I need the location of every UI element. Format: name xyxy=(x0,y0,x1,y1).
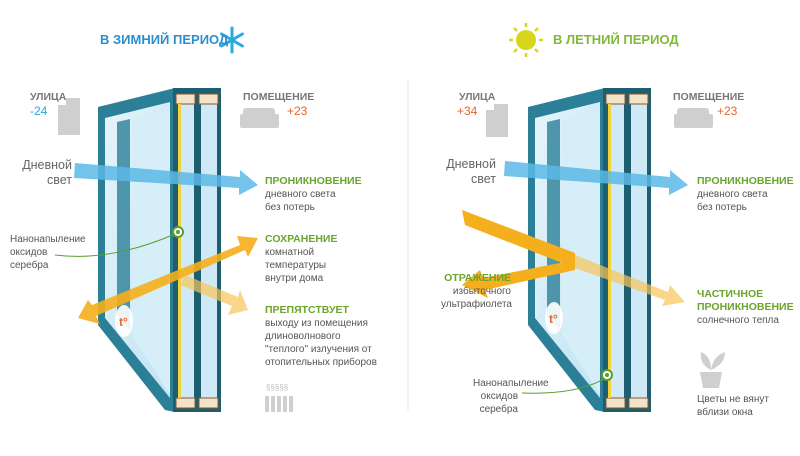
summer-window-illustration: t° xyxy=(462,23,725,413)
building-icon xyxy=(486,104,508,137)
summer-room-temp: +23 xyxy=(717,104,738,118)
summer-street-temp: +34 xyxy=(457,104,478,118)
building-icon xyxy=(58,98,80,135)
partial-heat-arrow xyxy=(575,255,685,306)
temp-badge-icon: t° xyxy=(119,315,128,329)
temp-badge-icon: t° xyxy=(549,312,558,326)
winter-street-temp: -24 xyxy=(30,104,48,118)
heat-radiation-arrow xyxy=(180,275,248,315)
summer-title: В ЛЕТНИЙ ПЕРИОД xyxy=(553,32,679,47)
winter-room-label: ПОМЕЩЕНИЕ xyxy=(243,91,315,103)
winter-street-label: УЛИЦА xyxy=(30,91,67,103)
reflection-arrow xyxy=(462,260,575,298)
winter-room-temp: +23 xyxy=(287,104,308,118)
sofa-icon xyxy=(674,108,713,128)
daylight-arrow xyxy=(504,161,688,195)
plant-icon xyxy=(700,352,725,388)
winter-window-illustration: t° §§§§§ xyxy=(54,26,293,413)
summer-street-label: УЛИЦА xyxy=(459,91,496,103)
radiator-icon xyxy=(265,396,293,412)
sun-icon xyxy=(509,23,543,57)
winter-title: В ЗИМНИЙ ПЕРИОД xyxy=(100,32,229,47)
summer-room-label: ПОМЕЩЕНИЕ xyxy=(673,91,745,103)
heat-waves-icon: §§§§§ xyxy=(266,383,288,392)
daylight-arrow xyxy=(74,163,258,195)
heat-retention-arrow xyxy=(78,236,258,324)
sunlight-arrow xyxy=(462,210,575,268)
sofa-icon xyxy=(240,108,279,128)
snowflake-icon xyxy=(220,26,244,54)
